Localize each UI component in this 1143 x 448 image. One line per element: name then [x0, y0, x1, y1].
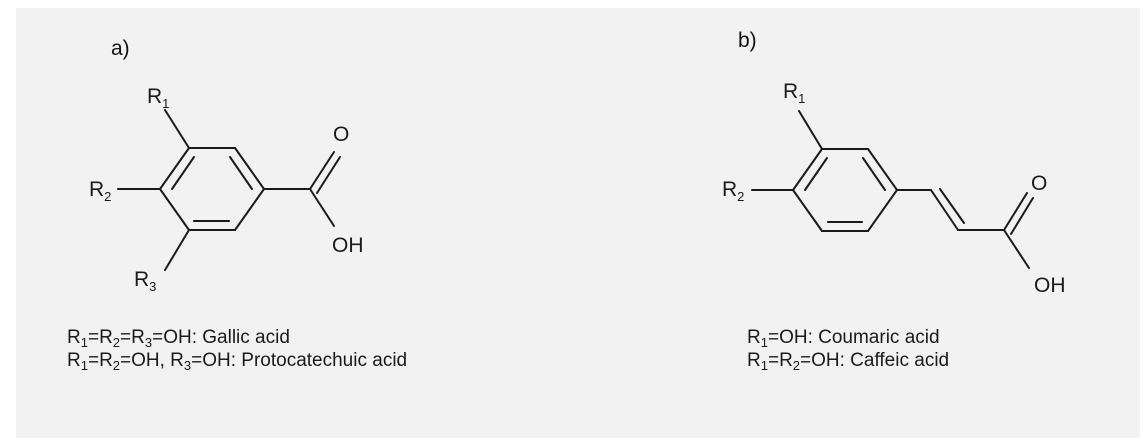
panel-a-label: a) — [111, 37, 130, 60]
benzene-ring-b — [792, 148, 898, 232]
r2-label-a: R2 — [89, 178, 111, 204]
hydroxyl-label-a: OH — [332, 234, 364, 257]
r2-label-b: R2 — [722, 178, 744, 204]
panel-b-label: b) — [738, 29, 757, 52]
r1-label-b: R1 — [783, 80, 805, 106]
carbonyl-o-label-a: O — [333, 123, 349, 146]
carbonyl-o-label-b: O — [1031, 172, 1047, 195]
caption-b-line2: R1=R2=OH: Caffeic acid — [747, 350, 949, 373]
r3-label-a: R3 — [134, 268, 156, 294]
caption-a-line2: R1=R2=OH, R3=OH: Protocatechuic acid — [67, 350, 407, 373]
r1-bond-b — [798, 110, 823, 150]
caption-b-line1: R1=OH: Coumaric acid — [747, 327, 940, 350]
hydroxyl-label-b: OH — [1034, 274, 1066, 297]
r1-label-a: R1 — [147, 85, 169, 111]
benzene-ring-a — [159, 147, 265, 231]
caption-a-line1: R1=R2=R3=OH: Gallic acid — [67, 327, 290, 350]
acrylic-acid-chain-b — [896, 188, 1034, 269]
r1-bond-a — [164, 109, 190, 149]
carboxyl-group-a — [263, 151, 341, 227]
r3-bond-a — [164, 229, 190, 271]
